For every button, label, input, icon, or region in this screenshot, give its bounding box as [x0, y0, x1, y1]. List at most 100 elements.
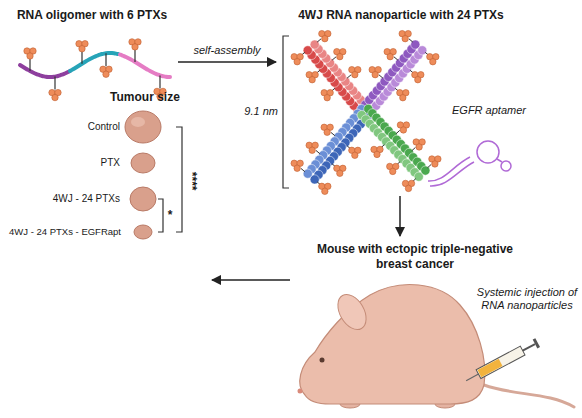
significance-bracket [176, 127, 182, 232]
ptx-molecule [413, 139, 425, 150]
mouse-tail [484, 385, 574, 407]
ptx-molecule [399, 30, 411, 41]
mouse-nose [298, 389, 303, 394]
ptx-molecule [429, 156, 441, 167]
flow-arrow [178, 61, 276, 63]
ptx-ring [374, 151, 380, 157]
linker [396, 130, 400, 133]
ptx-ring [402, 35, 408, 41]
annotation: **** [185, 161, 199, 201]
syringe-needle [466, 374, 478, 381]
linker [394, 57, 398, 60]
ptx-ring [324, 95, 330, 101]
linker [409, 39, 413, 42]
linker [29, 58, 30, 71]
ptx-ring [294, 59, 300, 65]
annotation: Control [20, 121, 120, 133]
ptx-ring [52, 94, 58, 100]
ptx-molecule [397, 90, 409, 101]
ptx-molecule [402, 180, 414, 191]
ptx-molecule [319, 30, 331, 41]
tumour [131, 153, 155, 173]
panel-heading: RNA oligomer with 6 PTXs [6, 8, 178, 23]
linker [332, 57, 336, 60]
edge-label: self-assembly [191, 44, 262, 57]
rna-bead [414, 172, 423, 181]
ptx-molecule [349, 66, 361, 77]
ptx-ring [352, 152, 358, 158]
ptx-ring [309, 77, 315, 83]
ptx-molecule [334, 165, 346, 176]
ptx-molecule [306, 142, 318, 153]
ptx-molecule [100, 66, 112, 77]
tumour [125, 111, 161, 143]
ptx-ring [337, 170, 343, 176]
ptx-molecule [334, 48, 346, 59]
ptx-ring [416, 144, 422, 150]
panel-heading: Mouse with ectopic triple-negative breas… [315, 242, 515, 272]
ptx-molecule [369, 66, 381, 77]
linker [412, 147, 416, 150]
size-bracket [283, 36, 289, 188]
ptx-ring [400, 127, 406, 133]
syringe-handle [533, 338, 540, 348]
syringe [464, 338, 540, 385]
panel: Mouse with ectopic triple-negative breas… [290, 236, 578, 412]
ptx-ring [79, 46, 85, 52]
mouse-eye [320, 358, 325, 363]
syringe-liquid [478, 359, 503, 377]
ptx-ring [387, 53, 393, 59]
ptx-ring [294, 165, 300, 171]
linker [105, 53, 106, 66]
linker [134, 49, 135, 62]
ptx-molecule [384, 48, 396, 59]
annotation: 4WJ - 24 PTXs [20, 193, 120, 205]
linker [331, 132, 335, 135]
rna-bead [418, 46, 427, 55]
panel: Tumour size [6, 88, 212, 295]
flow-arrow [212, 279, 290, 281]
annotation: 9.1 nm [238, 105, 278, 118]
ptx-ring [352, 71, 358, 77]
rna-bead [303, 169, 312, 178]
tumour [134, 225, 152, 239]
ptx-ring [132, 44, 138, 50]
ptx-molecule [306, 72, 318, 83]
linker [81, 51, 82, 64]
linker [301, 168, 305, 171]
tumour-highlight [131, 117, 145, 127]
syringe-plunger [523, 344, 535, 351]
ptx-ring [390, 168, 396, 174]
aptamer-loop [477, 141, 499, 163]
ptx-molecule [387, 163, 399, 174]
ptx-ring [337, 53, 343, 59]
annotation: 4WJ - 24 PTXs - EGFRapt [0, 226, 121, 237]
panel-heading: 4WJ RNA nanoparticle with 24 PTXs [276, 8, 526, 23]
ptx-ring [27, 53, 33, 59]
aptamer-stem [497, 159, 502, 162]
linker [159, 75, 160, 88]
ptx-ring [405, 185, 411, 191]
annotation: * [164, 208, 176, 222]
ptx-ring [322, 35, 328, 41]
linker [317, 39, 321, 42]
linker [379, 75, 383, 78]
ptx-ring [324, 129, 330, 135]
ptx-molecule [291, 54, 303, 65]
ptx-ring [415, 77, 421, 83]
ptx-molecule [76, 41, 88, 52]
panel-heading: Tumour size [95, 90, 195, 105]
ptx-molecule [427, 54, 439, 65]
ptx-molecule [397, 122, 409, 133]
ptx-molecule [412, 72, 424, 83]
ptx-molecule [321, 90, 333, 101]
ptx-molecule [291, 160, 303, 171]
ptx-molecule [129, 39, 141, 50]
tumour [130, 187, 156, 211]
ptx-molecule [349, 147, 361, 158]
ptx-ring [309, 147, 315, 153]
mouse-ear [332, 290, 372, 335]
ptx-ring [103, 71, 109, 77]
syringe-barrel [476, 346, 525, 378]
